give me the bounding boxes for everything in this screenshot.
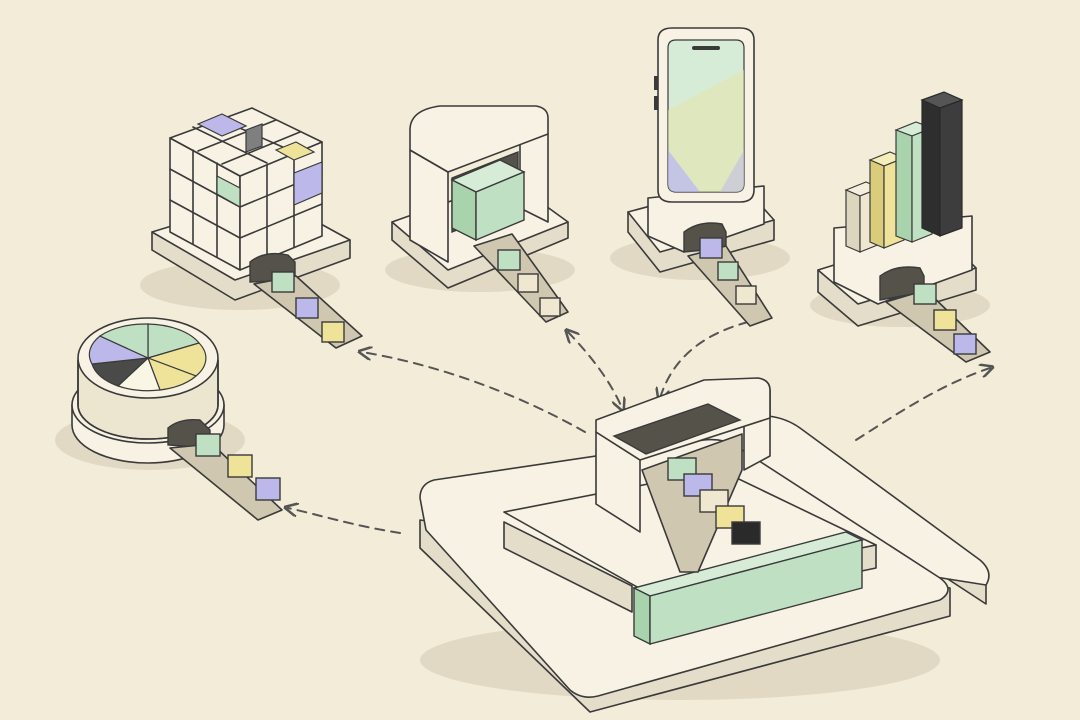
block-purple <box>295 297 319 319</box>
bar-chart-module <box>810 91 991 363</box>
block-purple <box>699 237 723 259</box>
hub-block-queue <box>667 457 761 545</box>
block-purple <box>255 477 281 501</box>
bar-chart-icon <box>844 91 964 253</box>
block-green <box>271 271 295 293</box>
arrow-phone-to-hub <box>660 321 749 398</box>
central-hub <box>419 377 990 713</box>
flow-arrows <box>288 321 990 534</box>
block-green <box>717 261 739 281</box>
central-hub-icon <box>632 531 864 646</box>
phone-icon <box>654 27 755 203</box>
block-yellow <box>933 309 957 331</box>
block-purple <box>953 333 977 355</box>
block-cream <box>735 285 757 305</box>
hub-block-black <box>731 521 761 545</box>
block-yellow <box>227 454 253 478</box>
arrow-hub-to-cube <box>362 352 586 433</box>
green-box-icon <box>450 159 526 242</box>
pie-chart-module <box>55 317 283 521</box>
pie-chart-icon <box>88 323 207 392</box>
block-green <box>497 249 521 271</box>
cube-grid-module <box>140 107 363 349</box>
block-green <box>195 433 221 457</box>
box-gate-module <box>385 105 575 323</box>
arrow-hub-to-bars <box>855 368 990 441</box>
block-yellow <box>321 321 345 343</box>
arrow-hub-box-bidirectional <box>568 332 622 408</box>
block-cream <box>539 297 561 317</box>
block-green <box>913 283 937 305</box>
arrow-hub-to-pie <box>288 508 401 534</box>
cube-grid-icon <box>169 113 323 260</box>
phone-module <box>610 27 790 327</box>
block-cream <box>517 273 539 293</box>
